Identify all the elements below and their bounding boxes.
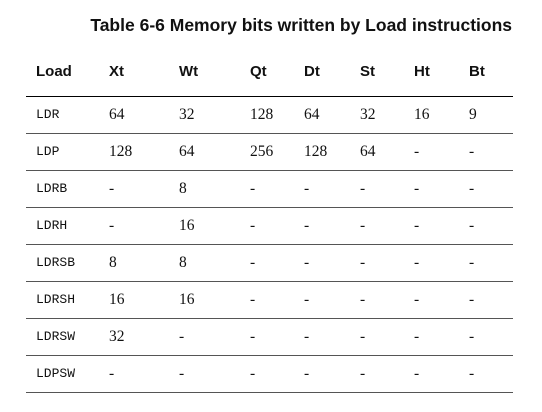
cell-bt: - [469,253,475,271]
cell-qt: 128 [250,105,274,123]
cell-ht: - [414,253,420,271]
cell-dt: - [304,327,310,345]
cell-instruction: LDRH [36,218,68,233]
cell-ht: - [414,364,420,382]
cell-dt: - [304,216,310,234]
cell-wt: 16 [179,216,195,234]
cell-bt: - [469,179,475,197]
cell-bt: - [469,142,475,160]
cell-st: - [360,290,366,308]
cell-instruction: LDPSW [36,366,76,381]
cell-wt: 8 [179,179,187,197]
table-row: LDRSH 16 16 - - - - - [26,281,513,318]
table-row: LDPSW - - - - - - - [26,355,513,392]
cell-qt: - [250,216,256,234]
cell-st: - [360,179,366,197]
cell-bt: - [469,327,475,345]
header-bt: Bt [469,63,485,81]
header-qt: Qt [250,63,267,81]
cell-qt: - [250,179,256,197]
cell-dt: - [304,179,310,197]
cell-wt: 16 [179,290,195,308]
cell-bt: - [469,290,475,308]
header-dt: Dt [304,63,320,81]
cell-wt: - [179,327,185,345]
cell-st: - [360,253,366,271]
cell-xt: - [109,364,115,382]
cell-st: 64 [360,142,376,160]
cell-qt: - [250,253,256,271]
cell-dt: 128 [304,142,328,160]
cell-wt: - [179,364,185,382]
cell-qt: - [250,327,256,345]
table-title: Table 6-6 Memory bits written by Load in… [90,15,512,35]
cell-dt: 64 [304,105,320,123]
cell-dt: - [304,290,310,308]
table-row: LDRSW 32 - - - - - - [26,318,513,355]
cell-bt: - [469,216,475,234]
cell-wt: 8 [179,253,187,271]
cell-ht: - [414,216,420,234]
cell-wt: 32 [179,105,195,123]
cell-instruction: LDP [36,144,60,159]
cell-ht: 16 [414,105,430,123]
cell-ht: - [414,290,420,308]
cell-xt: 64 [109,105,125,123]
cell-st: - [360,327,366,345]
table-row: LDR 64 32 128 64 32 16 9 [26,96,513,133]
cell-qt: 256 [250,142,274,160]
cell-instruction: LDRSW [36,329,76,344]
header-row: Load Xt Wt Qt Dt St Ht Bt [26,48,513,96]
cell-dt: - [304,364,310,382]
cell-instruction: LDRB [36,181,68,196]
cell-xt: 16 [109,290,125,308]
cell-st: - [360,364,366,382]
cell-xt: - [109,179,115,197]
header-load: Load [36,63,72,81]
header-wt: Wt [179,63,199,81]
header-xt: Xt [109,63,124,81]
cell-xt: 32 [109,327,125,345]
cell-xt: 128 [109,142,133,160]
cell-st: - [360,216,366,234]
cell-instruction: LDRSB [36,255,76,270]
header-ht: Ht [414,63,430,81]
cell-instruction: LDRSH [36,292,76,307]
cell-bt: 9 [469,105,477,123]
cell-ht: - [414,327,420,345]
cell-st: 32 [360,105,376,123]
cell-qt: - [250,364,256,382]
cell-xt: - [109,216,115,234]
cell-bt: - [469,364,475,382]
cell-dt: - [304,253,310,271]
cell-ht: - [414,142,420,160]
header-st: St [360,63,375,81]
table-row: LDRB - 8 - - - - - [26,170,513,207]
cell-xt: 8 [109,253,117,271]
cell-qt: - [250,290,256,308]
load-bits-table: Load Xt Wt Qt Dt St Ht Bt LDR 64 32 128 64 32… [26,48,513,393]
table-row: LDRH - 16 - - - - - [26,207,513,244]
cell-instruction: LDR [36,107,60,122]
table-row: LDRSB 8 8 - - - - - [26,244,513,281]
cell-ht: - [414,179,420,197]
table-row: LDP 128 64 256 128 64 - - [26,133,513,170]
cell-wt: 64 [179,142,195,160]
